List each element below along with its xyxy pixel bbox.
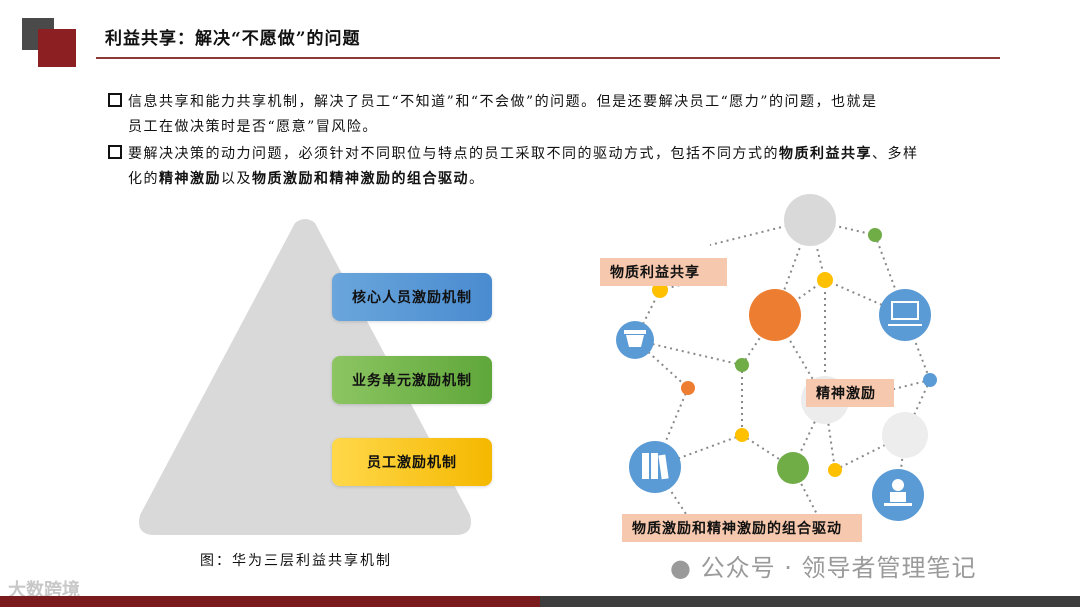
bullet-2-text: 化的	[128, 171, 159, 187]
tier-employee: 员工激励机制	[332, 438, 492, 486]
books-icon	[642, 453, 669, 480]
watermark-left: 大数跨境	[8, 580, 80, 601]
wechat-icon: ●	[670, 554, 692, 582]
shopping-basket-icon	[624, 330, 646, 347]
node-green-small	[735, 358, 749, 372]
bullet-2-line-2: 化的精神激励以及物质激励和精神激励的组合驱动。	[108, 167, 1008, 192]
footer-bar-gray	[540, 596, 1080, 607]
pyramid-caption: 图：华为三层利益共享机制	[200, 553, 392, 569]
footer-bar-red	[0, 596, 540, 607]
watermark-text: 公众号 · 领导者管理笔记	[700, 554, 977, 582]
bullet-2-text: 要解决决策的动力问题，必须针对不同职位与特点的员工采取不同的驱动方式，包括不同方…	[128, 146, 779, 162]
bullet-box-icon	[108, 145, 122, 159]
bullet-box-icon	[108, 93, 122, 107]
bullet-1: 信息共享和能力共享机制，解决了员工“不知道”和“不会做”的问题。但是还要解决员工…	[108, 90, 1008, 140]
bullet-2-bold: 物质利益共享	[779, 146, 872, 162]
bullet-1-line-1: 信息共享和能力共享机制，解决了员工“不知道”和“不会做”的问题。但是还要解决员工…	[128, 94, 878, 110]
bullet-2-text: 。	[469, 171, 485, 187]
node-gray-faint	[882, 412, 928, 458]
network-diagram	[616, 194, 937, 521]
bullet-1-line-2: 员工在做决策时是否“愿意”冒风险。	[128, 119, 378, 135]
node-yellow-small	[652, 282, 668, 298]
header-decor-red-square	[38, 29, 76, 67]
watermark-wechat: ● 公众号 · 领导者管理笔记	[670, 548, 976, 583]
node-green-medium	[777, 452, 809, 484]
label-spiritual-incentive: 精神激励	[806, 379, 894, 407]
network-links	[634, 219, 931, 521]
label-material-sharing: 物质利益共享	[600, 258, 727, 286]
tier-core-staff: 核心人员激励机制	[332, 273, 492, 321]
bullet-2: 要解决决策的动力问题，必须针对不同职位与特点的员工采取不同的驱动方式，包括不同方…	[108, 142, 1008, 192]
node-orange-small	[681, 381, 695, 395]
reader-icon	[884, 479, 912, 506]
node-yellow-small	[735, 428, 749, 442]
laptop-icon	[888, 301, 922, 326]
node-laptop	[879, 289, 931, 341]
node-orange-large	[749, 289, 801, 341]
bullet-2-text: 、多样	[872, 146, 919, 162]
node-green-small	[868, 228, 882, 242]
label-combined-drive: 物质激励和精神激励的组合驱动	[622, 514, 862, 542]
bullet-2-bold: 物质激励和精神激励的组合驱动	[252, 171, 469, 187]
bullet-2-bold: 精神激励	[159, 171, 221, 187]
title-divider	[96, 57, 1000, 59]
node-blue-small	[923, 373, 937, 387]
bullet-2-text: 以及	[221, 171, 252, 187]
node-yellow-small	[828, 463, 842, 477]
tier-business-unit: 业务单元激励机制	[332, 356, 492, 404]
node-yellow-small	[817, 272, 833, 288]
page-title: 利益共享：解决“不愿做”的问题	[105, 29, 361, 49]
node-gray-large	[784, 194, 836, 246]
